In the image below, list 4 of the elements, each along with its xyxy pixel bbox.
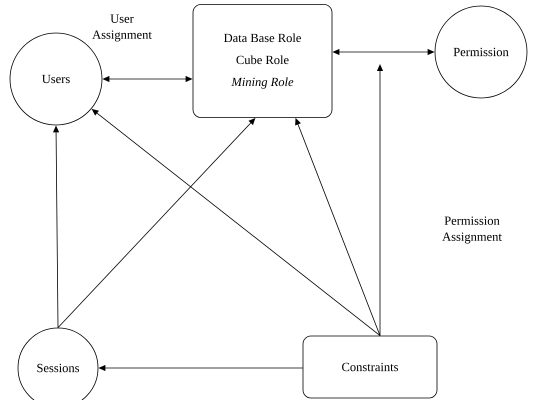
role-box: Data Base Role Cube Role Mining Role [192, 4, 332, 118]
assignment-label: User Assignment [92, 14, 152, 42]
constraints-box: Constraints [302, 336, 438, 398]
assignment-label: Permission Assignment [442, 216, 502, 244]
